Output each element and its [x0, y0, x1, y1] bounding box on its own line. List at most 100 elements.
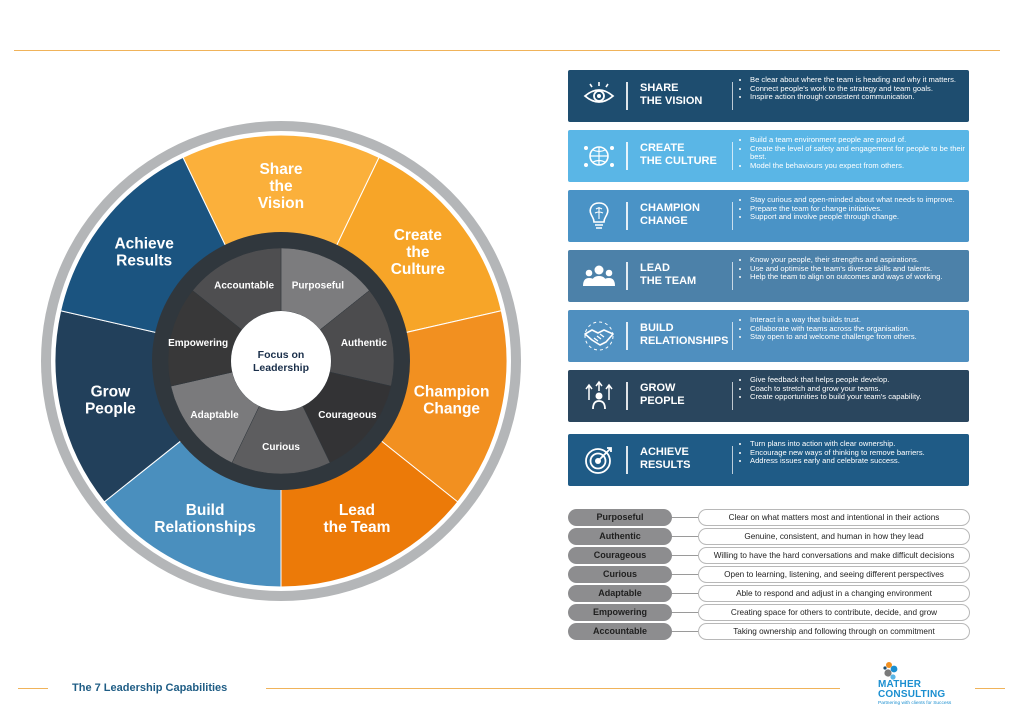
trait-row: Adaptable Able to respond and adjust in a…: [568, 585, 970, 602]
trait-label: Empowering: [568, 604, 672, 621]
trait-row: Courageous Willing to have the hard conve…: [568, 547, 970, 564]
capability-segment-label-line: Build: [186, 502, 225, 519]
trait-label: Curious: [568, 566, 672, 583]
trait-description: Clear on what matters most and intention…: [698, 509, 970, 526]
logo-name-line2: CONSULTING: [878, 689, 946, 700]
card-divider: [626, 322, 628, 350]
capability-segment-label-line: People: [85, 400, 136, 417]
capability-card-title-line: RESULTS: [640, 459, 691, 471]
trait-label: Courageous: [568, 547, 672, 564]
globe-people-icon: [584, 146, 614, 167]
trait-row: Curious Open to learning, listening, and …: [568, 566, 970, 583]
trait-label: Adaptable: [568, 585, 672, 602]
capability-card-bullet: Support and involve people through chang…: [750, 213, 972, 222]
capability-card-bullet: Model the behaviours you expect from oth…: [750, 161, 972, 171]
trait-connector: [672, 536, 698, 537]
capability-card-title-line: CHANGE: [640, 215, 688, 227]
handshake-icon: [584, 321, 614, 351]
card-divider: [732, 382, 733, 410]
capability-card-bullet: Collaborate with teams across the organi…: [750, 324, 972, 334]
trait-segment-label: Accountable: [214, 280, 274, 291]
capability-card-bullet: Prepare the team for change initiatives.: [750, 204, 972, 214]
capability-card-bullets: Know your people, their strengths and as…: [740, 255, 972, 282]
center-circle: [231, 311, 331, 411]
logo-tagline: Partnering with clients for Success: [878, 701, 952, 706]
card-divider: [626, 446, 628, 474]
trait-segment-label: Courageous: [318, 410, 377, 421]
capability-card: GROWPEOPLEGive feedback that helps peopl…: [568, 370, 969, 422]
card-divider: [732, 82, 733, 110]
trait-segment-label: Purposeful: [292, 280, 344, 291]
capability-card-bullet: Create opportunities to build your team'…: [750, 393, 972, 402]
trait-segment-label: Empowering: [168, 338, 228, 349]
top-rule: [14, 50, 1000, 51]
trait-connector: [672, 593, 698, 594]
capability-segment-label-line: the: [269, 178, 293, 195]
lightbulb-brain-icon: [589, 202, 609, 229]
logo-dots-icon: [883, 662, 898, 680]
center-label-line1: Focus on: [258, 349, 305, 361]
card-divider: [626, 142, 628, 170]
trait-label: Purposeful: [568, 509, 672, 526]
capability-card-bullet: Stay open to and welcome challenge from …: [750, 333, 972, 342]
capability-card-bullet: Coach to stretch and grow your teams.: [750, 384, 972, 394]
trait-description: Creating space for others to contribute,…: [698, 604, 970, 621]
trait-connector: [672, 517, 698, 518]
capability-card-bullets: Give feedback that helps people develop.…: [740, 375, 972, 402]
capability-card-bullet: Create the level of safety and engagemen…: [750, 144, 972, 162]
capability-card-bullet: Turn plans into action with clear owners…: [750, 439, 972, 449]
trait-row: Empowering Creating space for others to c…: [568, 604, 970, 621]
card-divider: [626, 202, 628, 230]
capability-segment-label-line: Share: [259, 161, 302, 178]
capability-card-bullet: Connect people's work to the strategy an…: [750, 84, 972, 94]
trait-connector: [672, 612, 698, 613]
capability-card-bullets: Stay curious and open-minded about what …: [740, 195, 972, 222]
capability-card-bullets: Turn plans into action with clear owners…: [740, 439, 972, 466]
capability-card-bullet: Interact in a way that builds trust.: [750, 315, 972, 325]
trait-connector: [672, 631, 698, 632]
trait-description: Able to respond and adjust in a changing…: [698, 585, 970, 602]
trait-description: Willing to have the hard conversations a…: [698, 547, 970, 564]
card-divider: [732, 202, 733, 230]
eye-icon: [583, 82, 615, 103]
card-divider: [732, 322, 733, 350]
capability-card-title-line: RELATIONSHIPS: [640, 335, 729, 347]
capability-segment-label-line: Relationships: [154, 519, 256, 536]
card-divider: [626, 82, 628, 110]
capability-card-bullet: Address issues early and celebrate succe…: [750, 457, 972, 466]
capability-card-title-line: GROW: [640, 382, 676, 394]
footer-rule-right: [975, 688, 1005, 689]
capability-card: CHAMPIONCHANGEStay curious and open-mind…: [568, 190, 969, 242]
card-divider: [626, 262, 628, 290]
trait-description: Open to learning, listening, and seeing …: [698, 566, 970, 583]
trait-segment-label: Authentic: [341, 338, 388, 349]
capability-segment-label-line: the: [406, 244, 430, 261]
footer-title: The 7 Leadership Capabilities: [72, 682, 228, 694]
capability-card-bullets: Build a team environment people are prou…: [740, 135, 972, 171]
capability-card-title-line: CREATE: [640, 142, 685, 154]
capability-card-title-line: CHAMPION: [640, 202, 700, 214]
capability-card-bullet: Be clear about where the team is heading…: [750, 75, 972, 85]
team-icon: [583, 265, 615, 286]
capability-card-title-line: ACHIEVE: [640, 446, 689, 458]
capability-card-bullets: Be clear about where the team is heading…: [740, 75, 972, 102]
capability-card-title-line: BUILD: [640, 322, 674, 334]
capability-segment-label-line: Change: [423, 400, 480, 417]
trait-label: Accountable: [568, 623, 672, 640]
